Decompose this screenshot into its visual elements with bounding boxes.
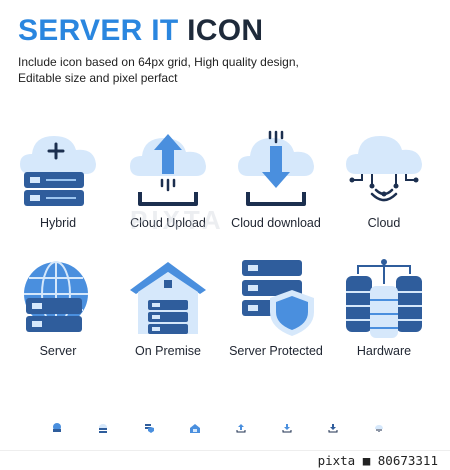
icon-label-cloud-download: Cloud download (231, 216, 321, 230)
cloud-upload-icon (130, 134, 206, 206)
icon-card-cloud-download: Cloud download (226, 128, 326, 238)
cloud-download-icon (238, 130, 314, 206)
icon-label-cloud-upload: Cloud Upload (130, 216, 206, 230)
mini-icon-row (48, 420, 408, 436)
icon-card-hardware: Hardware (334, 256, 434, 366)
page-subtitle: Include icon based on 64px grid, High qu… (18, 54, 438, 86)
stock-id: pixta ■ 80673311 (317, 453, 438, 468)
mini-cloud-network-icon (374, 420, 384, 432)
mini-hybrid-cloud-server-icon (98, 420, 108, 433)
page-title: SERVER IT ICON (18, 14, 263, 48)
icon-label-hybrid: Hybrid (39, 216, 77, 230)
mini-server-shield-icon (144, 420, 154, 433)
icon-label-hardware: Hardware (356, 344, 412, 358)
icon-label-on-premise: On Premise (135, 344, 201, 358)
cloud-network-icon (346, 136, 422, 202)
icon-card-cloud: Cloud (334, 128, 434, 238)
footer-bar: pixta ■ 80673311 (0, 450, 450, 470)
globe-server-icon (24, 261, 88, 332)
icon-card-cloud-upload: Cloud Upload (118, 128, 218, 238)
mini-cloud-upload-icon (236, 420, 246, 433)
mini-on-premise-house-icon (190, 420, 200, 433)
watermark: PIXTA (130, 205, 225, 235)
mini-cloud-download-icon (282, 420, 292, 433)
icon-card-on-premise: On Premise (118, 256, 218, 366)
hardware-database-icon (346, 259, 422, 338)
title-part-server-it: SERVER IT (18, 14, 179, 47)
mini-globe-server-icon (52, 420, 62, 432)
server-shield-icon (242, 260, 314, 336)
icon-label-server: Server (39, 344, 77, 358)
subtitle-line-1: Include icon based on 64px grid, High qu… (18, 55, 299, 69)
on-premise-house-icon (130, 262, 206, 334)
title-part-icon: ICON (187, 14, 264, 47)
icon-label-cloud: Cloud (367, 216, 401, 230)
subtitle-line-2: Editable size and pixel perfact (18, 71, 178, 85)
mini-cloud-download-alt-icon (328, 420, 338, 433)
hybrid-cloud-server-icon (20, 136, 96, 206)
icon-card-server-protected: Server Protected (226, 256, 326, 366)
icon-label-server-protected: Server Protected (229, 344, 323, 358)
icon-card-hybrid: Hybrid (8, 128, 108, 238)
icon-card-server: Server (8, 256, 108, 366)
